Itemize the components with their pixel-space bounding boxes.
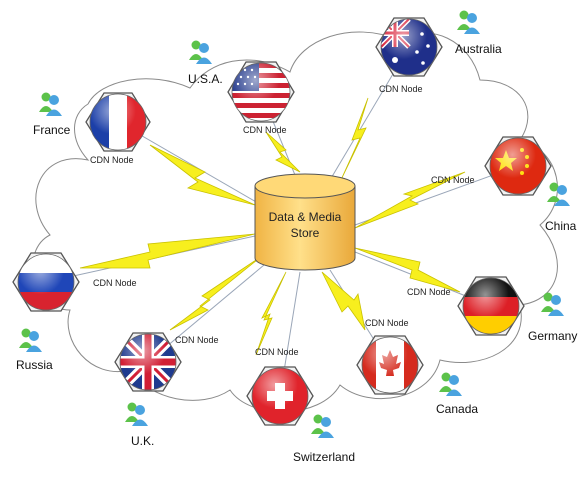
country-label-uk: U.K. (131, 434, 155, 448)
user-icon-china (547, 182, 570, 206)
country-label-canada: Canada (436, 402, 479, 416)
store-label-line2: Store (290, 226, 320, 240)
cdn-node-label-uk: CDN Node (175, 335, 219, 345)
lightning-bolts (79, 97, 466, 356)
country-label-russia: Russia (16, 358, 53, 372)
cdn-node-label-australia: CDN Node (379, 84, 423, 94)
user-icon-canada (439, 372, 462, 396)
country-label-china: China (545, 219, 577, 233)
data-media-store-cylinder (254, 173, 356, 271)
cdn-node-label-russia: CDN Node (93, 278, 137, 288)
country-label-switzerland: Switzerland (293, 450, 356, 464)
cdn-node-label-switzerland: CDN Node (255, 347, 299, 357)
user-icon-germany (541, 292, 564, 316)
country-label-australia: Australia (455, 42, 502, 56)
user-icon-russia (19, 328, 42, 352)
cdn-node-label-france: CDN Node (90, 155, 134, 165)
cdn-node-label-usa: CDN Node (243, 125, 287, 135)
user-icon-france (39, 92, 62, 116)
cdn-node-label-canada: CDN Node (365, 318, 409, 328)
country-label-germany: Germany (528, 329, 578, 343)
cdn-node-label-germany: CDN Node (407, 287, 451, 297)
user-icon-uk (125, 402, 148, 426)
store-label-line1: Data & Media (268, 210, 342, 224)
country-label-usa: U.S.A. (188, 72, 223, 86)
user-icon-australia (457, 10, 480, 34)
country-label-france: France (33, 123, 71, 137)
cdn-node-label-china: CDN Node (431, 175, 475, 185)
user-icon-switzerland (311, 414, 334, 438)
user-icon-usa (189, 40, 212, 64)
